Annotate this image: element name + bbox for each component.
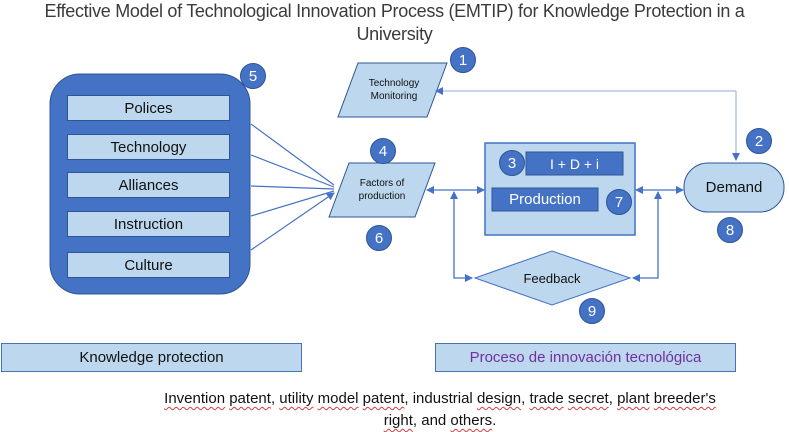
footer-word: breeder's [653, 390, 716, 407]
footer-word: model [317, 390, 359, 407]
step-badge-2: 2 [746, 128, 772, 154]
footer-word: design [476, 390, 522, 407]
feedback-right-loop [632, 191, 662, 282]
footer-word: patent [229, 390, 271, 407]
production-label-box [491, 187, 599, 212]
factors-of-production-label: Factors of production [338, 172, 426, 208]
footer-word: Invention [164, 390, 226, 407]
demand-shape[interactable] [683, 162, 785, 213]
step-badge-1: 1 [450, 47, 476, 73]
rd-label: I + D + i [549, 155, 600, 172]
footer-sep: . [492, 412, 497, 429]
footer-word: patent [362, 390, 405, 407]
step-badge-4: 4 [370, 138, 396, 164]
rd-label-box [525, 151, 624, 176]
technology-monitoring-line-2: Monitoring [370, 91, 418, 102]
factors-line-2: production [358, 191, 406, 202]
footer-word: others [450, 412, 493, 429]
legend-knowledge-protection: Knowledge protection [1, 343, 302, 372]
production-label: Production [509, 191, 581, 208]
knowledge-item-polices[interactable]: Polices [67, 95, 230, 121]
connector-line [250, 192, 335, 251]
connector-line [250, 154, 335, 188]
fan-connectors [250, 123, 335, 251]
connector-line [250, 123, 335, 186]
knowledge-item-alliances[interactable]: Alliances [67, 172, 230, 198]
footer-word: trade [529, 390, 564, 407]
step-badge-6: 6 [366, 225, 392, 251]
title-line-1: Effective Model of Technological Innovat… [44, 1, 745, 21]
diagram-title: Effective Model of Technological Innovat… [0, 0, 789, 46]
feedback-left-loop [450, 191, 473, 282]
footer-sep: , [521, 390, 530, 407]
knowledge-item-culture[interactable]: Culture [67, 252, 230, 278]
legend-innovation-process: Proceso de innovación tecnológica [435, 343, 736, 372]
footer-text: Invention patent, utility model patent, … [100, 388, 780, 432]
step-badge-9: 9 [579, 298, 605, 324]
factors-line-1: Factors of [359, 178, 405, 189]
footer-sep: , [270, 390, 280, 407]
footer-word: plant [617, 390, 650, 407]
knowledge-item-technology[interactable]: Technology [67, 134, 230, 160]
technology-monitoring-shape[interactable] [337, 62, 448, 118]
connector-line [250, 185, 335, 190]
connector-line [250, 190, 335, 217]
footer-word: utility [279, 390, 314, 407]
factors-of-production-shape[interactable] [328, 162, 436, 218]
footer-word: secret [567, 390, 609, 407]
technology-monitoring-line-1: Technology [368, 78, 420, 89]
footer-sep: , [608, 390, 618, 407]
title-line-2: University [356, 24, 433, 44]
footer-line-1: Invention patent, utility model patent, … [100, 388, 780, 410]
demand-label: Demand [705, 179, 763, 196]
step-badge-3: 3 [499, 150, 525, 176]
knowledge-item-instruction[interactable]: Instruction [67, 211, 230, 237]
feedback-diamond[interactable] [473, 250, 632, 306]
footer-sep: , industrial [404, 390, 477, 407]
feedback-label: Feedback [523, 270, 581, 286]
technology-monitoring-label: Technology Monitoring [350, 72, 438, 108]
step-badge-8: 8 [717, 217, 743, 243]
step-badge-7: 7 [606, 189, 632, 215]
footer-word: right [383, 412, 413, 429]
step-badge-5: 5 [240, 63, 266, 89]
footer-sep: , and [412, 412, 451, 429]
footer-line-2: right, and others. [100, 410, 780, 432]
